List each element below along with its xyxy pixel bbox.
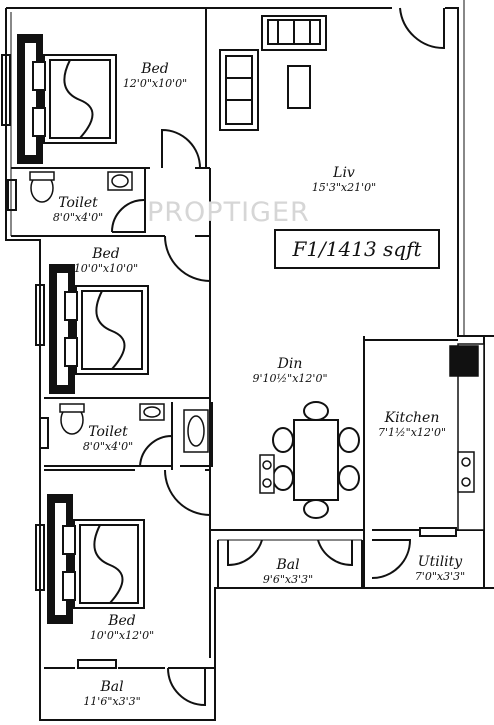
- watermark: PROPTIGER: [147, 197, 310, 228]
- window-toilet1: [7, 179, 17, 211]
- room-dims: 11'6"x3'3": [83, 695, 141, 708]
- room-label-toilet1: Toilet 8'0"x4'0": [53, 196, 103, 223]
- room-name: Bed: [108, 613, 136, 629]
- unit-area-box: F1/1413 sqft: [274, 229, 440, 269]
- room-name: Din: [277, 356, 303, 372]
- door-toilet1: [111, 198, 146, 233]
- door-bal1-left: [227, 539, 263, 567]
- sofa-living-top: [261, 15, 327, 51]
- room-name: Liv: [333, 165, 355, 181]
- room-name: Bal: [276, 557, 300, 573]
- room-dims: 9'6"x3'3": [262, 573, 314, 586]
- room-name: Toilet: [58, 195, 98, 211]
- dining-table: [272, 401, 360, 519]
- room-label-utility: Utility 7'0"x3'3": [415, 555, 465, 582]
- door-bal2: [167, 667, 206, 707]
- room-name: Utility: [417, 554, 463, 570]
- room-label-bal2: Bal 11'6"x3'3": [83, 680, 140, 707]
- room-label-bal1: Bal 9'6"x3'3": [263, 558, 313, 585]
- room-label-bed1: Bed 12'0"x10'0": [123, 62, 187, 89]
- outer-wall: [6, 7, 494, 337]
- room-label-bed2: Bed 10'0"x10'0": [74, 247, 138, 274]
- window-bed2: [35, 284, 45, 346]
- room-dims: 9'10½"x12'0": [252, 372, 328, 385]
- unit-area-label: F1/1413 sqft: [292, 237, 422, 261]
- coffee-table: [287, 65, 311, 109]
- room-label-bed3: Bed 10'0"x12'0": [90, 614, 154, 641]
- window-bed1: [1, 54, 11, 126]
- door-bed1: [161, 128, 201, 169]
- outer-wall-left: [5, 8, 494, 721]
- door-bed3: [164, 469, 211, 516]
- window-bal2: [77, 659, 117, 669]
- room-label-toilet2: Toilet 8'0"x4'0": [83, 425, 133, 452]
- window-toilet2: [39, 417, 49, 449]
- room-label-kitchen: Kitchen 7'1½"x12'0": [378, 411, 446, 438]
- door-bal1-right: [317, 539, 353, 567]
- door-main: [399, 7, 445, 50]
- door-bed2: [164, 235, 211, 282]
- sofa-living-left: [219, 49, 259, 131]
- door-toilet2: [139, 434, 173, 467]
- room-dims: 10'0"x10'0": [73, 262, 139, 275]
- room-dims: 15'3"x21'0": [311, 181, 377, 194]
- wall-bal1-sides: [217, 540, 363, 588]
- room-dims: 7'0"x3'3": [414, 570, 466, 583]
- room-name: Bal: [100, 679, 124, 695]
- room-label-liv: Liv 15'3"x21'0": [312, 166, 376, 193]
- bed2-furniture: [49, 264, 149, 394]
- room-name: Kitchen: [384, 410, 440, 426]
- bed1-furniture: [17, 34, 117, 164]
- room-name: Bed: [92, 246, 120, 262]
- room-dims: 12'0"x10'0": [122, 77, 188, 90]
- room-dims: 7'1½"x12'0": [377, 426, 447, 439]
- room-name: Bed: [141, 61, 169, 77]
- window-bed3: [35, 524, 45, 591]
- fridge: [449, 345, 479, 377]
- room-dims: 10'0"x12'0": [89, 629, 155, 642]
- window-utility: [419, 527, 457, 537]
- bed3-furniture: [47, 494, 145, 624]
- door-utility: [371, 539, 412, 579]
- room-dims: 8'0"x4'0": [52, 211, 104, 224]
- room-label-din: Din 9'10½"x12'0": [252, 357, 327, 384]
- room-dims: 8'0"x4'0": [82, 440, 134, 453]
- room-name: Toilet: [88, 424, 128, 440]
